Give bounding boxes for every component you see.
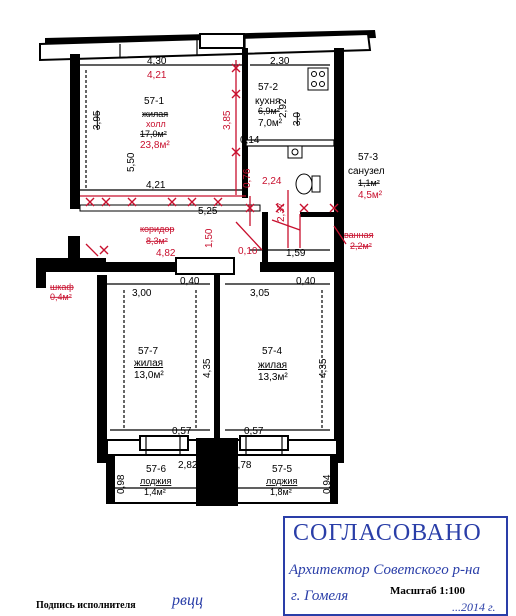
dim-mid-vertical: 3,85	[222, 110, 233, 130]
loggia6-id: 57-6	[146, 464, 166, 475]
room4-area: 13,3м²	[258, 372, 288, 383]
dim-top-left-old: 4,30	[147, 56, 167, 67]
left-wall-lower	[97, 275, 107, 463]
right-wall	[334, 48, 344, 463]
loggia6-area: 1,4м²	[144, 487, 166, 497]
room2-area-old: 6,9м²	[258, 106, 280, 116]
dim-040b: 0,40	[296, 276, 316, 287]
walls	[36, 30, 376, 506]
dim-left-height: 3,95	[92, 110, 103, 130]
stamp-line1: Архитектор Советского р-на	[289, 562, 480, 578]
dim-010: 0,10	[238, 246, 258, 257]
dim-278: 2,78	[232, 460, 252, 471]
corridor-type: коридор	[140, 224, 174, 234]
inner-lines	[80, 64, 330, 489]
room7-id: 57-7	[138, 346, 158, 357]
scale-label: Масштаб 1:100	[390, 585, 466, 597]
dim-057b: 0,57	[244, 426, 264, 437]
corridor-area: 8,3м²	[146, 236, 168, 246]
room1-newtype: холл	[146, 119, 166, 129]
room3-type: санузел	[348, 166, 385, 177]
loggia5-type: лоджия	[266, 476, 297, 486]
labels: 4,30 4,21 2,30 57-1 жилая холл 17,0м² 23…	[50, 56, 385, 497]
red-x-marks	[85, 63, 339, 255]
dim-kitchen-h1: 2,92	[278, 98, 289, 118]
dim-057a: 0,57	[172, 426, 192, 437]
dim-top-left-new: 4,21	[147, 70, 167, 81]
loggia6-type: лоджия	[140, 476, 171, 486]
mid-partition	[214, 272, 220, 462]
dim-094: 0,94	[322, 474, 333, 494]
dim-435a: 4,35	[202, 358, 213, 378]
dim-237: 2,37	[276, 202, 287, 222]
dim-305: 3,05	[250, 288, 270, 299]
dim-014: 0,14	[240, 135, 260, 146]
stamp-line2: г. Гомеля	[291, 588, 349, 604]
sink-icon	[287, 145, 303, 159]
dim-159: 1,59	[286, 248, 306, 259]
dim-076: 0,76	[242, 168, 253, 188]
room1-area-new: 23,8м²	[140, 140, 170, 151]
room1-area-old: 17,0м²	[140, 129, 167, 139]
dim-421: 4,21	[146, 180, 166, 191]
signature: рвцц	[172, 592, 203, 609]
room7-area: 13,0м²	[134, 370, 164, 381]
toilet-icon	[295, 173, 321, 195]
signature-label: Подпись исполнителя	[36, 600, 136, 611]
room3-area-old: 1,1м²	[358, 178, 380, 188]
room1-id: 57-1	[144, 96, 164, 107]
date-handwritten: ...2014 г.	[452, 600, 496, 614]
stamp-title: СОГЛАСОВАНО	[293, 520, 482, 546]
dim-040a: 0,40	[180, 276, 200, 287]
dim-098: 0,98	[116, 474, 127, 494]
bath2-area: 2,2м²	[350, 241, 372, 251]
loggia5-id: 57-5	[272, 464, 292, 475]
room4-id: 57-4	[262, 346, 282, 357]
dim-482: 4,82	[156, 248, 176, 259]
dim-525: 5,25	[198, 206, 218, 217]
room2-type: кухня	[255, 96, 280, 107]
closet-area: 0,4м²	[50, 292, 72, 302]
dim-left-inner: 5,50	[126, 152, 137, 172]
room3-area-new: 4,5м²	[358, 190, 383, 201]
room2-area-new: 7,0м²	[258, 118, 283, 129]
dim-224: 2,24	[262, 176, 282, 187]
bath2-type: ванная	[344, 230, 374, 240]
room3-id: 57-3	[358, 152, 378, 163]
dim-435b: 4,35	[318, 358, 329, 378]
left-wall-upper	[70, 54, 80, 209]
loggia5-area: 1,8м²	[270, 487, 292, 497]
dim-150: 1,50	[204, 228, 215, 248]
kitchen-stove-icon	[307, 67, 329, 91]
room2-id: 57-2	[258, 82, 278, 93]
room1-type: жилая	[142, 109, 168, 119]
dim-282: 2,82	[178, 460, 198, 471]
dim-300: 3,00	[132, 288, 152, 299]
dim-kitchen-h2: 3,0	[292, 112, 303, 126]
room4-type: жилая	[258, 360, 287, 371]
approval-stamp: СОГЛАСОВАНО Архитектор Советского р-на г…	[283, 516, 508, 616]
dim-top-right: 2,30	[270, 56, 290, 67]
room7-type: жилая	[134, 358, 163, 369]
red-changes	[80, 60, 347, 257]
closet-type: шкаф	[50, 282, 74, 292]
